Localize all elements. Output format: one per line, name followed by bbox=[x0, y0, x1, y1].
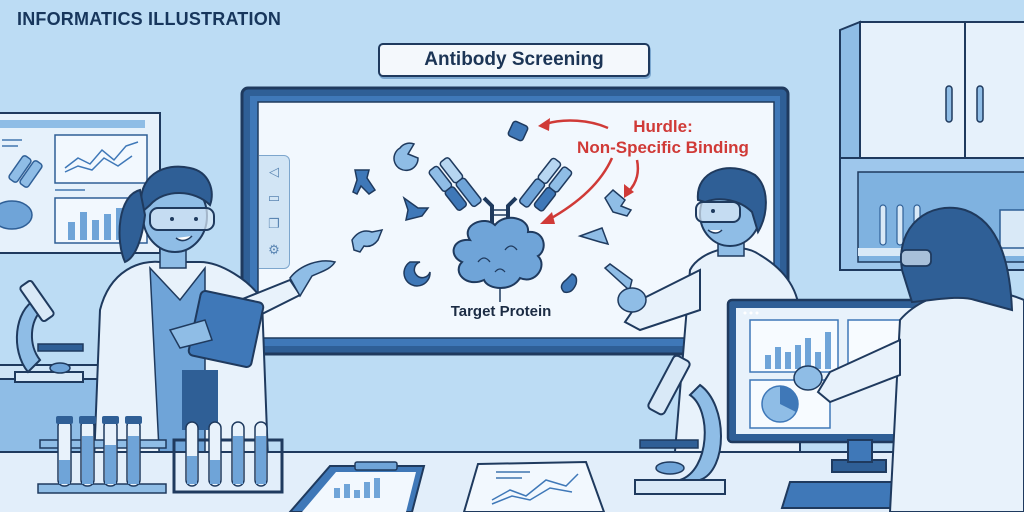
banner-label: Antibody Screening bbox=[424, 49, 604, 70]
back-triangle-icon[interactable]: ◁ bbox=[269, 164, 279, 179]
page-title: INFORMATICS ILLUSTRATION bbox=[17, 9, 282, 29]
fragment bbox=[604, 188, 633, 217]
settings-gear-icon[interactable]: ⚙ bbox=[268, 242, 280, 257]
right-microscope bbox=[634, 354, 726, 495]
topic-banner: Antibody Screening bbox=[378, 43, 650, 77]
copy-windows-icon[interactable]: ❐ bbox=[268, 216, 280, 231]
fragment bbox=[577, 227, 610, 246]
test-tube-rack-right bbox=[172, 421, 284, 494]
clipboard-bar-chart bbox=[288, 461, 426, 512]
screen-side-toolbar: ◁ ▭ ❐ ⚙ bbox=[259, 155, 290, 269]
hurdle-line-1: Hurdle: bbox=[633, 117, 693, 136]
wall-chart-board bbox=[0, 112, 161, 254]
target-protein-blob bbox=[452, 216, 545, 289]
hurdle-annotation: Hurdle: Non-Specific Binding bbox=[563, 116, 763, 158]
fragment bbox=[402, 196, 430, 222]
seated-scientist bbox=[793, 206, 1024, 512]
hurdle-line-2: Non-Specific Binding bbox=[577, 138, 749, 157]
fragment bbox=[393, 142, 419, 172]
left-microscope bbox=[14, 279, 84, 383]
fragment bbox=[351, 228, 384, 253]
fragment bbox=[560, 273, 578, 294]
document-line-chart bbox=[462, 460, 606, 512]
fragment bbox=[403, 261, 431, 287]
test-tube-rack-left bbox=[37, 416, 167, 494]
antibody-diagram bbox=[351, 118, 640, 302]
monitor-icon[interactable]: ▭ bbox=[267, 190, 281, 205]
fragment bbox=[507, 120, 529, 142]
target-protein-label: Target Protein bbox=[450, 303, 552, 320]
fragment bbox=[352, 169, 377, 196]
